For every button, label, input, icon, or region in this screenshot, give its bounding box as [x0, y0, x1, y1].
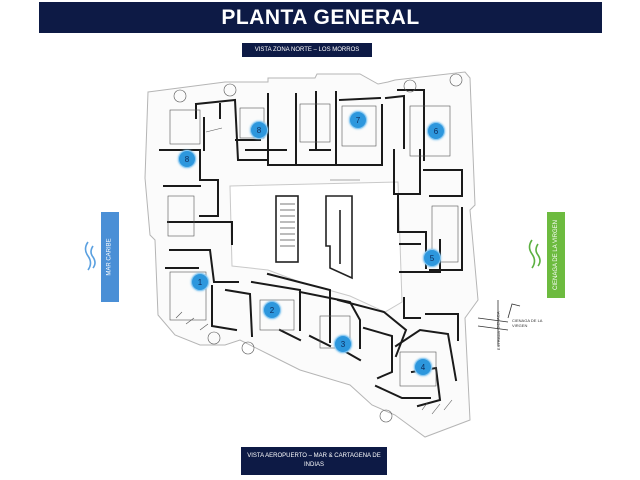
wave-east-icon: [528, 239, 541, 269]
courtyard: [229, 181, 403, 313]
unit-marker-1[interactable]: 1: [191, 273, 209, 291]
unit-marker-8-north[interactable]: 8: [250, 121, 268, 139]
unit-marker-7[interactable]: 7: [349, 111, 367, 129]
entry-path: [477, 300, 521, 346]
unit-marker-4[interactable]: 4: [414, 358, 432, 376]
title-bar: PLANTA GENERAL: [39, 2, 602, 33]
view-west-label: MAR CARIBE: [101, 212, 119, 302]
entry-label-c: ENTRADA: [496, 330, 502, 351]
stair-core: [275, 195, 353, 280]
interior-details: [167, 73, 463, 423]
unit-marker-2[interactable]: 2: [263, 301, 281, 319]
view-east-label: CIENAGA DE LA VIRGEN: [547, 212, 565, 298]
page-title: PLANTA GENERAL: [221, 5, 420, 29]
unit-marker-3[interactable]: 3: [334, 335, 352, 353]
unit-marker-5[interactable]: 5: [423, 249, 441, 267]
unit-marker-8-west[interactable]: 8: [178, 150, 196, 168]
entry-label-b: CIENAGA DE LA VIRGEN: [512, 318, 543, 328]
wave-west-icon: [84, 241, 96, 271]
view-north-label: VISTA ZONA NORTE – LOS MORROS: [242, 43, 372, 57]
unit-marker-6[interactable]: 6: [427, 122, 445, 140]
view-south-label: VISTA AEROPUERTO – MAR & CARTAGENA DE IN…: [241, 447, 387, 475]
walls: [159, 89, 463, 408]
entry-label-a: CIENAGA: [495, 311, 501, 330]
